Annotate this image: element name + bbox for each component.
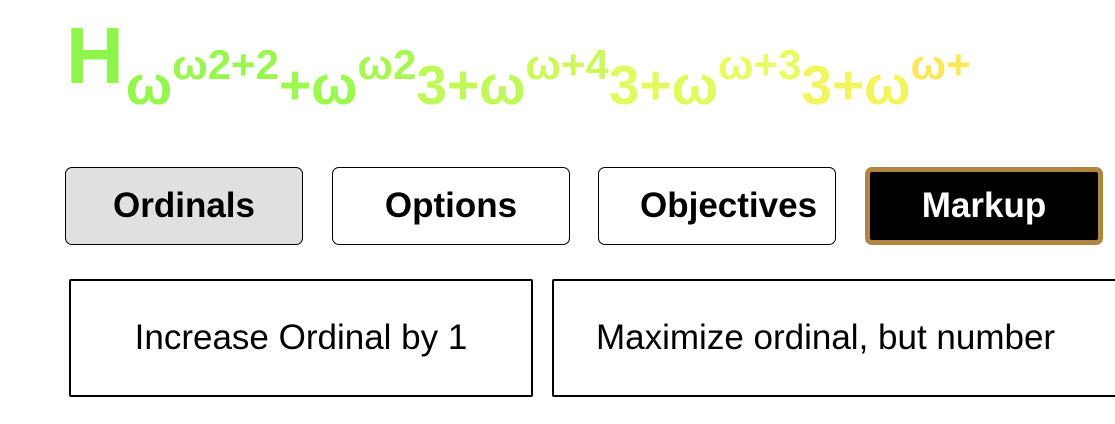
ordinal-sup-fragment: ω+3 [718, 41, 802, 89]
increase-ordinal-button[interactable]: Increase Ordinal by 1 [69, 279, 533, 397]
ordinal-sup-fragment: ω2 [357, 41, 417, 89]
maximize-ordinal-button[interactable]: Maximize ordinal, but number [552, 279, 1115, 397]
tab-options[interactable]: Options [332, 167, 570, 245]
ordinal-sub-fragment: +ω [278, 53, 358, 116]
tab-objectives[interactable]: Objectives [598, 167, 836, 245]
ordinal-sub-fragment: ω [125, 53, 173, 116]
ordinal-sub-fragment: 3+ω [608, 53, 719, 116]
tab-ordinals[interactable]: Ordinals [65, 167, 303, 245]
ordinal-sup-fragment: ω+ [910, 41, 971, 89]
ordinal-sub-fragment: 3+ω [801, 53, 911, 116]
ordinal-base-fragment: H [66, 11, 124, 100]
tab-markup[interactable]: Markup [865, 167, 1103, 245]
ordinal-sup-fragment: ω+4 [525, 41, 609, 89]
ordinal-sup-fragment: ω2+2 [172, 41, 279, 89]
ordinal-sub-fragment: 3+ω [416, 53, 526, 116]
